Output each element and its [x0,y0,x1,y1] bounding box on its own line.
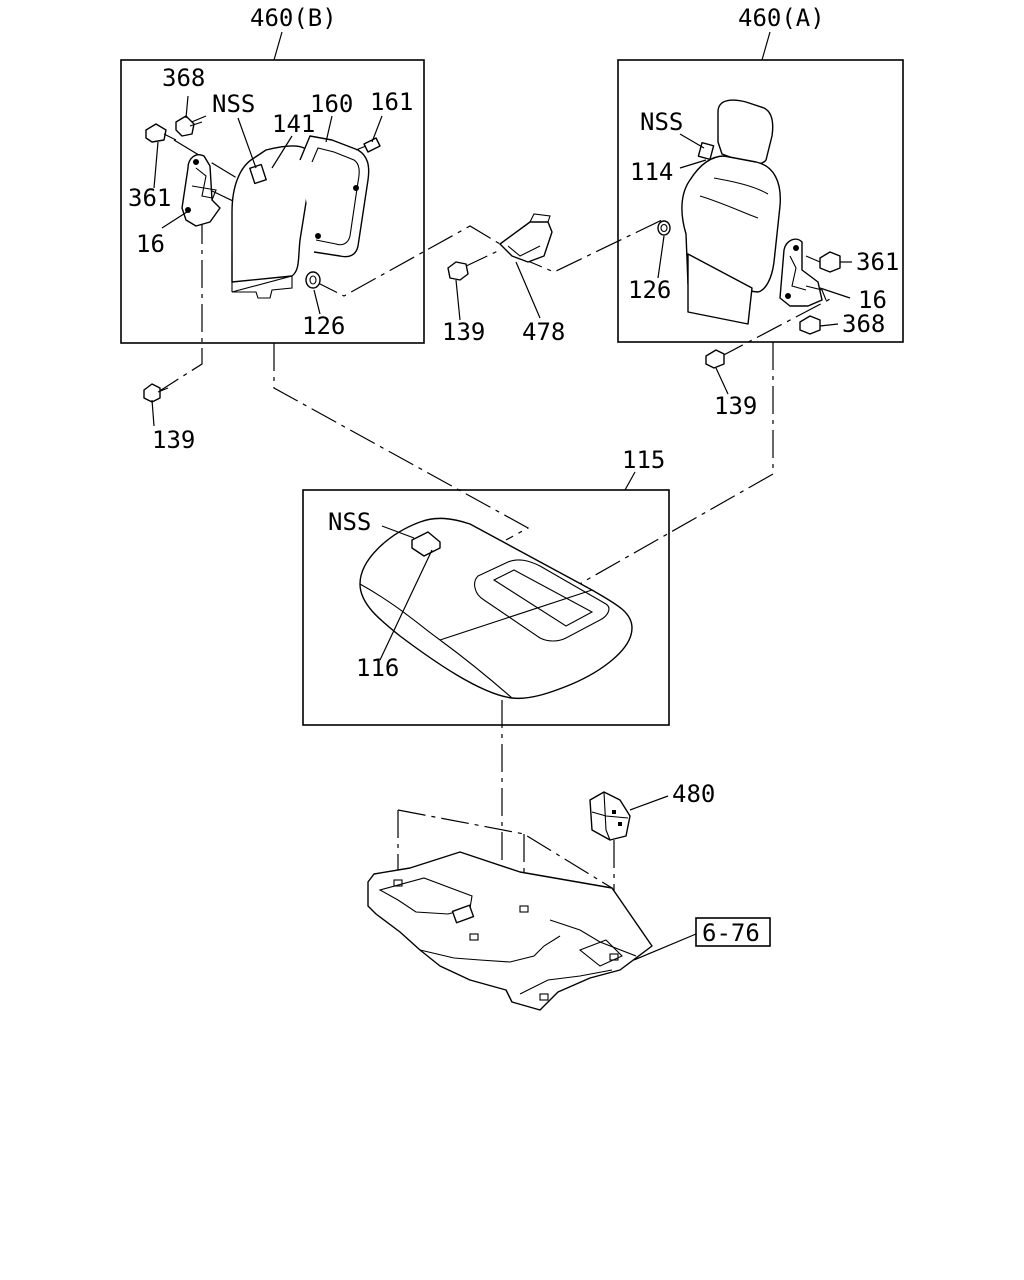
bracket-478 [499,213,553,263]
group-box-460a [617,31,904,343]
leader-lines [151,95,852,961]
callout-361-left: 361 [128,184,171,212]
callout-361-right: 361 [856,248,899,276]
bolt-361-left [145,123,177,143]
group-box-115 [302,471,670,726]
callout-16-left: 16 [136,230,165,258]
callout-368-left: 368 [162,64,205,92]
screw-161 [355,137,381,153]
callout-114: 114 [630,158,673,186]
bolt-139-right [705,349,725,369]
callout-368-right: 368 [842,310,885,338]
callout-161: 161 [370,88,413,116]
callout-141: 141 [272,110,315,138]
connection-lines [157,115,833,998]
bolt-368-right [799,315,821,335]
group-label-460a: 460(A) [738,4,825,32]
clip-480 [589,791,631,841]
callout-139-bottom-left: 139 [152,426,195,454]
group-box-460b [120,31,425,344]
callout-nss-cushion: NSS [328,508,371,536]
callout-126-left: 126 [302,312,345,340]
group-label-460b: 460(B) [250,4,337,32]
callout-478: 478 [522,318,565,346]
floor-panel [367,851,653,1011]
bolt-361-right [805,251,841,273]
callout-nss-right: NSS [640,108,683,136]
bolt-139-bottom-left [143,383,169,403]
callout-116: 116 [356,654,399,682]
seatback-a-body [681,99,781,325]
callout-139-right: 139 [714,392,757,420]
group-label-115: 115 [622,446,665,474]
callout-480: 480 [672,780,715,808]
hinge-16-right [779,238,827,307]
seat-cushion [359,517,633,700]
nut-126-right [657,220,671,236]
callout-nss-left: NSS [212,90,255,118]
callout-160: 160 [310,90,353,118]
reference-label: 6-76 [702,919,760,947]
bolt-368-left [175,115,203,137]
bolt-139-middle [447,261,469,281]
hinge-16-left [181,154,221,227]
nut-126-left [305,271,321,289]
callout-16-right: 16 [858,286,887,314]
headrest-frame-160 [299,135,370,258]
callout-126-right: 126 [628,276,671,304]
seatback-b-panel [231,145,312,299]
callout-139-middle: 139 [442,318,485,346]
reference-box-6-76[interactable]: 6-76 [695,917,771,947]
